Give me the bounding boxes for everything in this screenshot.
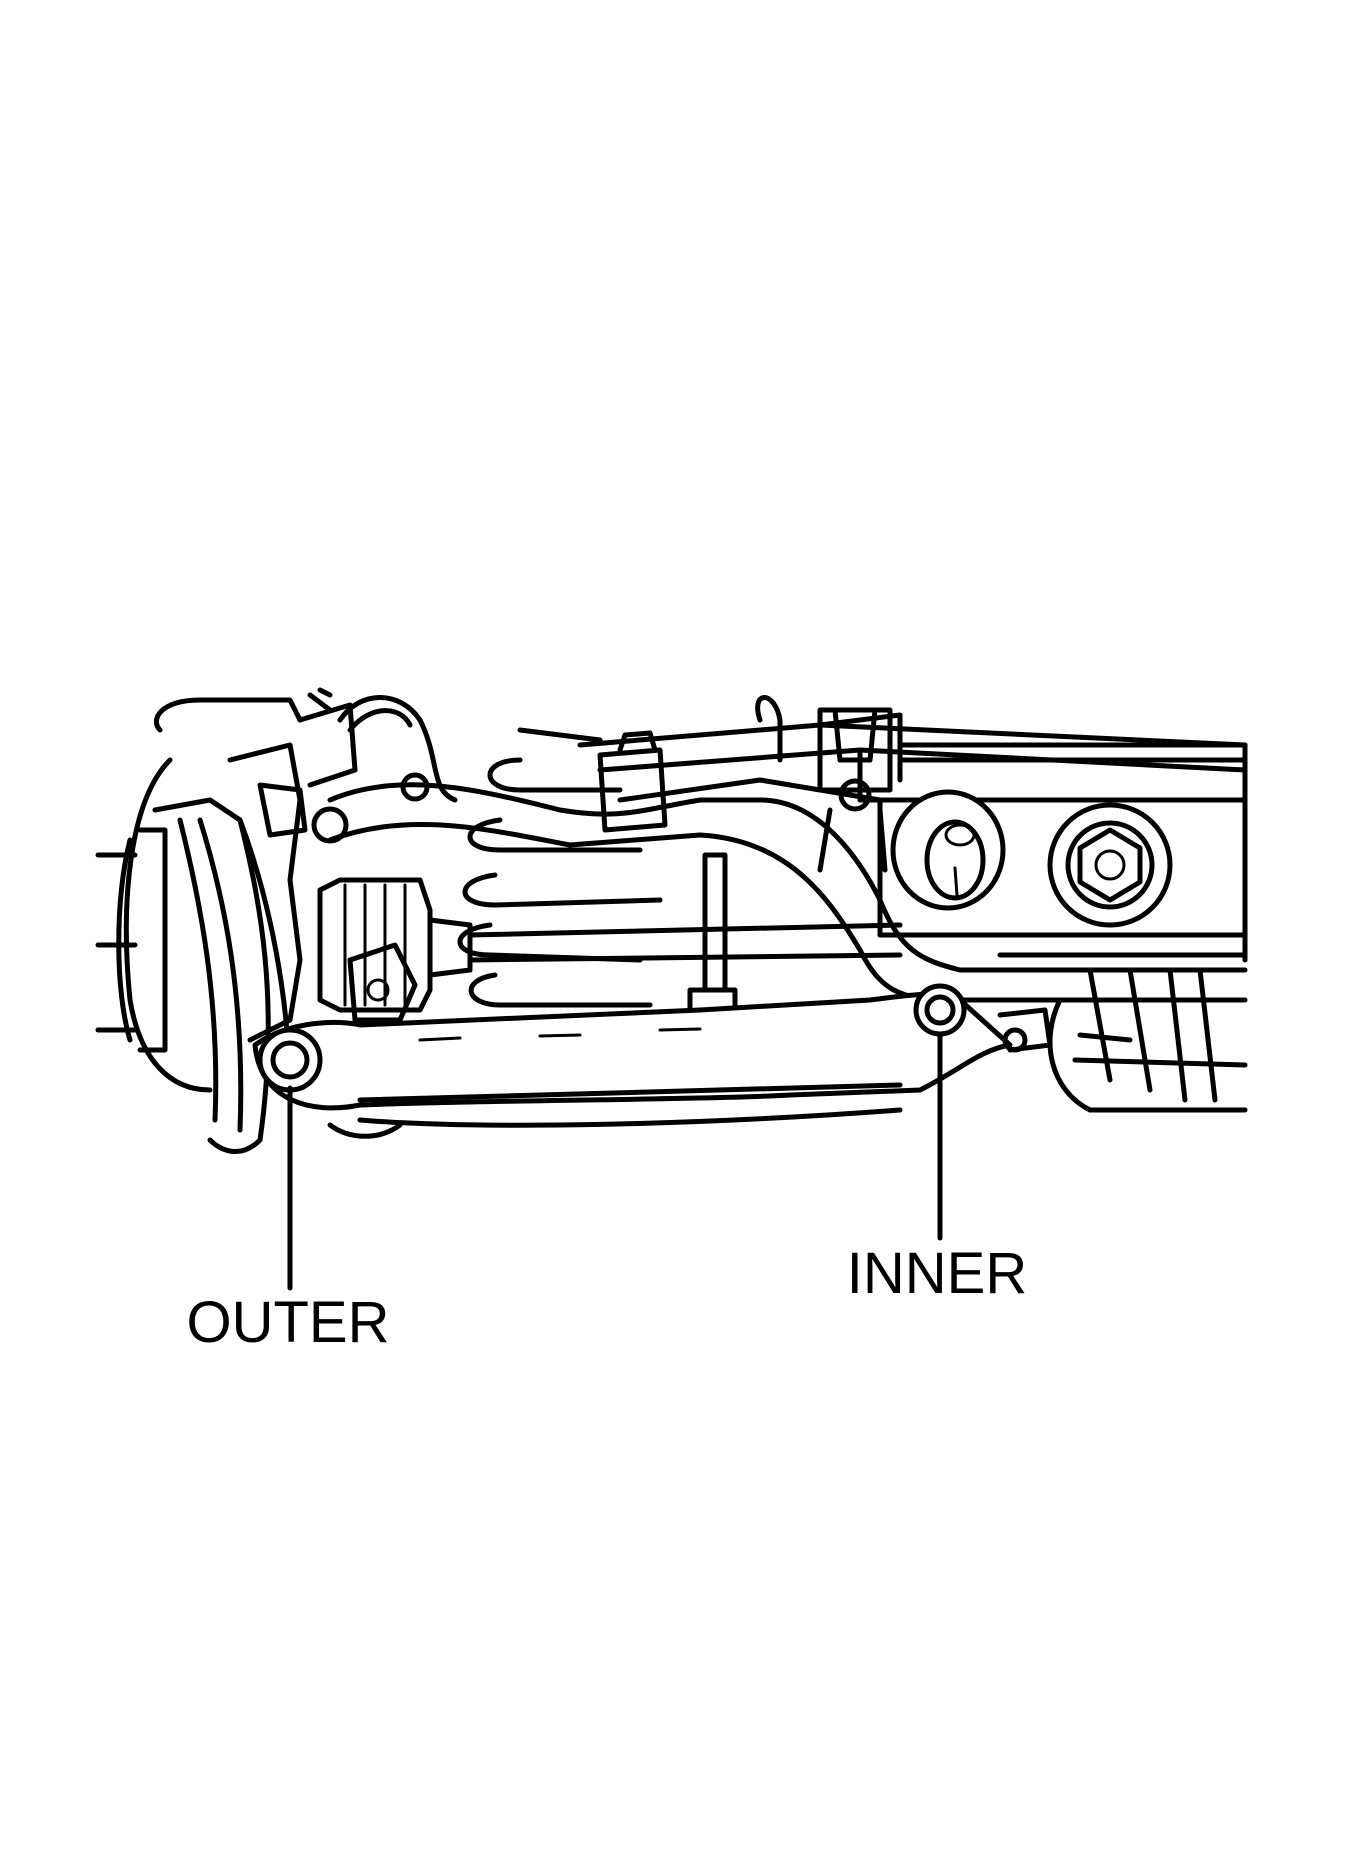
differential-housing xyxy=(1047,967,1248,1113)
coil-spring xyxy=(457,727,663,1008)
drive-axle xyxy=(317,877,903,1023)
steering-knuckle xyxy=(227,702,358,1043)
lower-control-arm xyxy=(252,991,1053,1139)
stabilizer-bar xyxy=(755,695,1248,873)
wheel-hub xyxy=(95,827,168,1053)
shock-absorber xyxy=(687,852,738,1023)
inner-bushing xyxy=(913,983,967,1037)
body-mount-bushing xyxy=(1047,802,1173,928)
outer-label: OUTER xyxy=(187,1290,390,1355)
outer-bushing xyxy=(257,1027,323,1093)
inner-label: INNER xyxy=(847,1241,1027,1306)
jounce-bumper xyxy=(890,789,1006,911)
brake-rotor xyxy=(123,697,303,1155)
brake-hose xyxy=(307,687,458,803)
